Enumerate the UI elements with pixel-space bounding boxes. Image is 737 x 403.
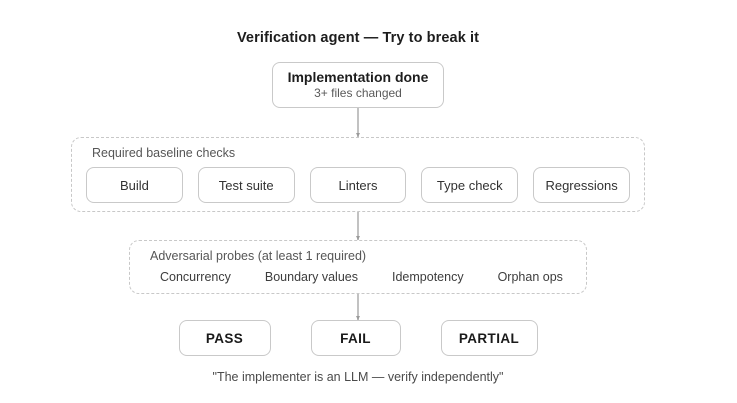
connector-arrow-probes-to-outcomes [355,294,360,320]
outcomes-row: PASS FAIL PARTIAL [178,320,538,356]
probe-item-idempotency: Idempotency [392,270,464,284]
baseline-checks-group: Required baseline checks Build Test suit… [71,137,645,212]
connector-arrow-start-to-baseline [355,108,360,137]
probe-item-orphan-ops: Orphan ops [497,270,563,284]
check-node-test-suite: Test suite [197,167,295,203]
adversarial-probes-group: Adversarial probes (at least 1 required)… [129,240,587,294]
probe-item-boundary-values: Boundary values [264,270,358,284]
probes-group-label: Adversarial probes (at least 1 required) [150,249,367,263]
footer-quote: "The implementer is an LLM — verify inde… [212,370,504,384]
probes-row: Concurrency Boundary values Idempotency … [130,270,586,284]
baseline-group-label: Required baseline checks [92,146,236,160]
outcome-node-partial: PARTIAL [440,320,538,356]
start-node-subtitle: 3+ files changed [314,86,402,100]
start-node: Implementation done 3+ files changed [272,62,444,108]
check-node-regressions: Regressions [533,167,630,203]
check-node-build: Build [86,167,183,203]
check-node-type-check: Type check [421,167,519,203]
outcome-node-pass: PASS [178,320,271,356]
diagram-title: Verification agent — Try to break it [236,30,480,46]
outcome-node-fail: FAIL [310,320,401,356]
start-node-title: Implementation done [287,69,429,85]
connector-arrow-baseline-to-probes [355,212,360,240]
diagram-column: Verification agent — Try to break it Imp… [71,30,645,384]
probe-item-concurrency: Concurrency [160,270,231,284]
baseline-checks-row: Build Test suite Linters Type check Regr… [72,167,644,203]
check-node-linters: Linters [309,167,407,203]
